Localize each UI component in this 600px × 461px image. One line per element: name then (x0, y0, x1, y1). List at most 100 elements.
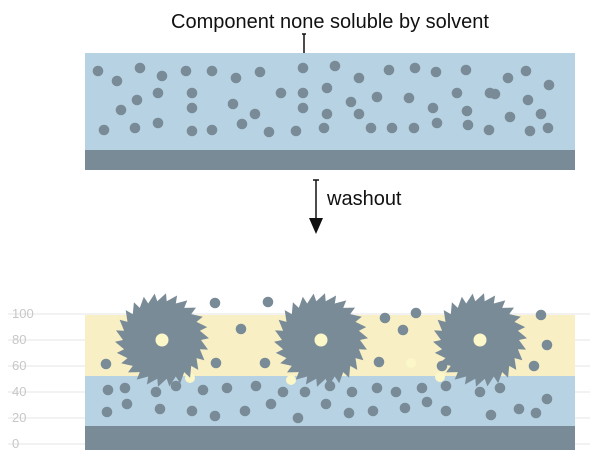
particle (131, 94, 143, 106)
particle (353, 72, 365, 84)
particle (210, 357, 222, 369)
particle (371, 382, 383, 394)
particle (121, 398, 133, 410)
dissolved-particle (435, 372, 445, 382)
particle (206, 124, 218, 136)
particle (489, 88, 501, 100)
scale-tick-labels: 100 80 60 40 20 0 (12, 306, 34, 451)
particle (430, 66, 442, 78)
particle (292, 412, 304, 424)
particle (345, 96, 357, 108)
particle (277, 386, 289, 398)
particle (474, 386, 486, 398)
particle (528, 360, 540, 372)
tick-label-0: 0 (12, 436, 19, 451)
particle (504, 111, 516, 123)
particle (494, 382, 506, 394)
particle (129, 122, 141, 134)
particle (410, 307, 422, 319)
particle (186, 87, 198, 99)
particle (100, 358, 112, 370)
particle (186, 405, 198, 417)
particle (235, 323, 247, 335)
washout-label: washout (326, 188, 402, 210)
top-caption: Component none soluble by solvent (171, 11, 489, 33)
particle (365, 122, 377, 134)
particle (206, 65, 218, 77)
dissolved-particle (185, 373, 195, 383)
particle (227, 98, 239, 110)
particle (483, 124, 495, 136)
rotary-brushes (115, 293, 527, 387)
particle (542, 122, 554, 134)
substrate-before (85, 150, 575, 170)
particle (186, 125, 198, 137)
particle (230, 72, 242, 84)
particle (318, 122, 330, 134)
particle (156, 70, 168, 82)
particle (111, 75, 123, 87)
particle (502, 72, 514, 84)
rotary-brush-icon (433, 293, 527, 387)
particle (119, 382, 131, 394)
particle (353, 108, 365, 120)
after-panel: 100 80 60 40 20 0 (8, 293, 590, 451)
brush-hub (473, 333, 487, 347)
particle (290, 125, 302, 137)
particle (154, 403, 166, 415)
particle (239, 405, 251, 417)
particle (427, 102, 439, 114)
brush-hub (314, 333, 328, 347)
particle (170, 380, 182, 392)
particle (367, 405, 379, 417)
particle (440, 405, 452, 417)
particle (98, 124, 110, 136)
particle (530, 407, 542, 419)
particle (543, 79, 555, 91)
particle (346, 386, 358, 398)
particle (409, 62, 421, 74)
particle (520, 65, 532, 77)
particle (535, 108, 547, 120)
particle (115, 104, 127, 116)
particle (236, 118, 248, 130)
particle (541, 339, 553, 351)
particle (180, 65, 192, 77)
particle (397, 324, 409, 336)
particle (416, 382, 428, 394)
particle (431, 117, 443, 129)
particle (262, 296, 274, 308)
brush-hub (155, 333, 169, 347)
particle (535, 309, 547, 321)
washout-arrow-icon (309, 179, 323, 234)
rotary-brush-icon (115, 293, 209, 387)
particle (265, 398, 277, 410)
particle (150, 386, 162, 398)
particle (186, 102, 198, 114)
particle (462, 119, 474, 131)
particle (541, 393, 553, 405)
particle (320, 398, 332, 410)
matrix-layer-before (85, 53, 575, 150)
particle (390, 386, 402, 398)
particle (297, 87, 309, 99)
particle (250, 380, 262, 392)
before-panel (85, 53, 575, 170)
particles-before (92, 60, 555, 138)
particle (209, 410, 221, 422)
particle (421, 396, 433, 408)
particle (373, 356, 385, 368)
particle (101, 406, 113, 418)
particle (371, 91, 383, 103)
particle (134, 62, 146, 74)
particle (299, 386, 311, 398)
particle (221, 382, 233, 394)
particle (485, 409, 497, 421)
particle (513, 403, 525, 415)
tick-label-60: 60 (12, 358, 26, 373)
particle (321, 108, 333, 120)
particle (209, 297, 221, 309)
particle (524, 125, 536, 137)
particle (403, 92, 415, 104)
